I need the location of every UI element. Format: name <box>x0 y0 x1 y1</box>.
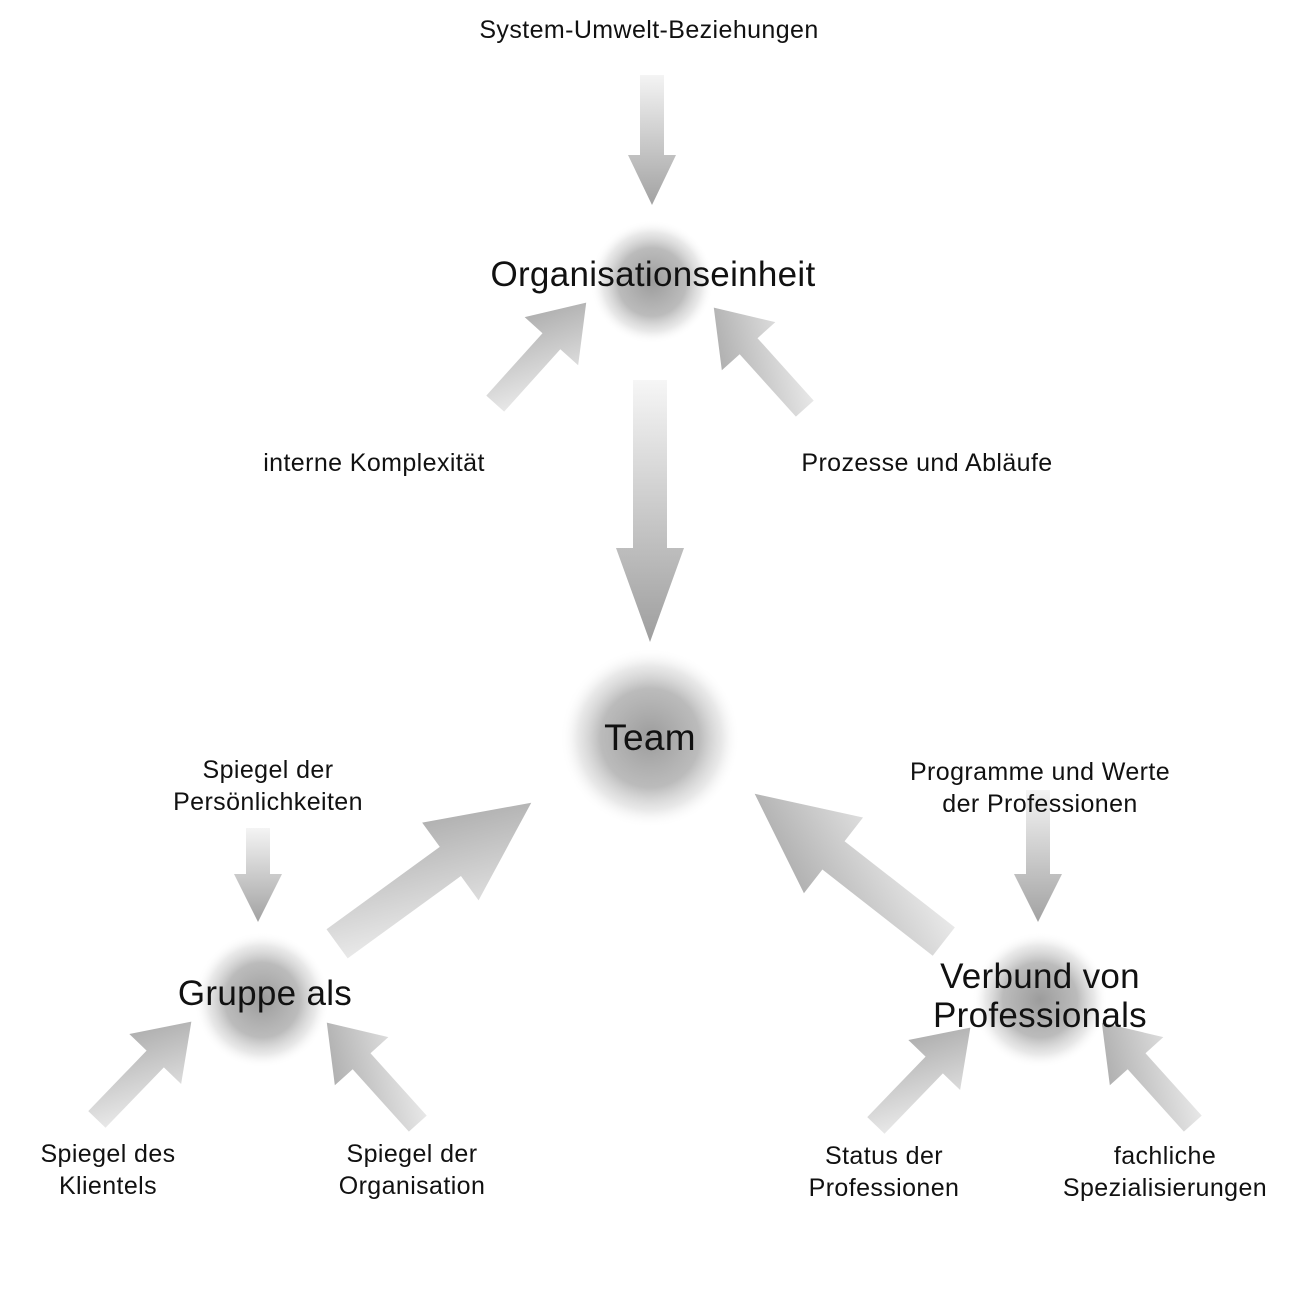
organisationseinheit-glow <box>590 220 714 344</box>
arrow-gruppe-to-team <box>326 802 532 959</box>
label-fachliche-spezialisierungen: fachliche Spezialisierungen <box>1035 1140 1295 1204</box>
node-verbund: Verbund von Professionals <box>890 957 1190 1035</box>
arrow-spiegel-organisation <box>326 1022 427 1132</box>
label-system-umwelt: System-Umwelt-Beziehungen <box>479 16 819 44</box>
arrow-status-professionen <box>867 1027 971 1134</box>
label-line: Spezialisierungen <box>1062 1174 1268 1202</box>
label-line: Professionen <box>808 1174 960 1202</box>
arrow-system-umwelt <box>628 75 676 205</box>
arrow-organisationseinheit-to-team <box>616 380 684 642</box>
label-spiegel-organisation: Spiegel der Organisation <box>312 1138 512 1202</box>
arrow-spiegel-klientel <box>88 1021 192 1128</box>
label-spiegel-persoenlichkeiten: Spiegel der Persönlichkeiten <box>118 754 418 818</box>
label-line: Spiegel der <box>202 756 334 784</box>
node-organisationseinheit: Organisationseinheit <box>490 255 816 294</box>
label-line: Spiegel der <box>346 1140 478 1168</box>
label-line: Programme und Werte <box>909 758 1171 786</box>
label-line: Persönlichkeiten <box>173 788 363 816</box>
label-line: Klientels <box>58 1172 158 1200</box>
label-prozesse: Prozesse und Abläufe <box>801 449 1053 477</box>
label-line: Organisation <box>338 1172 486 1200</box>
arrow-prozesse <box>713 307 814 417</box>
node-gruppe: Gruppe als <box>177 974 353 1013</box>
arrow-programme-werte <box>1014 790 1062 922</box>
arrow-interne-komplexitaet <box>486 302 587 412</box>
label-line: Spiegel des <box>40 1140 176 1168</box>
verbund-glow <box>972 932 1108 1068</box>
label-line: der Professionen <box>942 790 1138 818</box>
label-programme-werte: Programme und Werte der Professionen <box>880 756 1200 820</box>
node-line: Verbund von <box>940 957 1140 996</box>
label-spiegel-klientel: Spiegel des Klientels <box>8 1138 208 1202</box>
node-line: Professionals <box>932 996 1147 1036</box>
team-glow <box>560 648 740 828</box>
label-interne-komplexitaet: interne Komplexität <box>263 449 485 477</box>
arrow-fachliche-spezialisierungen <box>1101 1022 1202 1132</box>
arrow-verbund-to-team <box>754 793 955 956</box>
label-line: Status der <box>825 1142 943 1170</box>
label-status-professionen: Status der Professionen <box>769 1140 999 1204</box>
gruppe-glow <box>194 932 330 1068</box>
label-line: fachliche <box>1113 1142 1217 1170</box>
node-team: Team <box>604 717 696 758</box>
arrow-spiegel-persoenlichkeiten <box>234 828 282 922</box>
